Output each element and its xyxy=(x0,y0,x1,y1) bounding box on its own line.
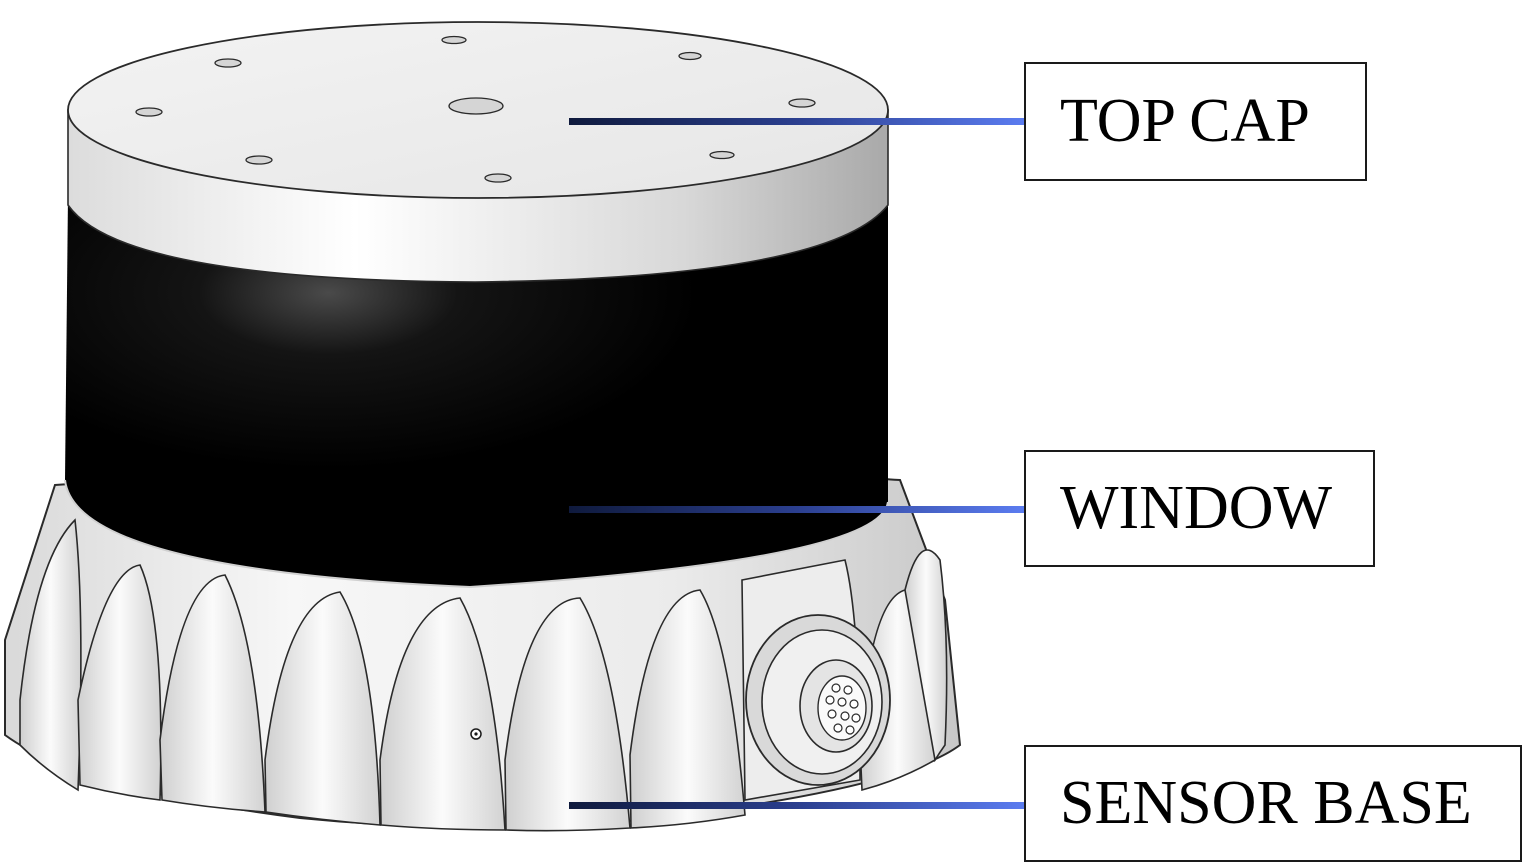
callout-sensor-base: SENSOR BASE xyxy=(1024,745,1522,862)
connector-panel xyxy=(741,559,891,801)
callout-top-cap: TOP CAP xyxy=(1024,62,1367,181)
label-sensor-base: SENSOR BASE xyxy=(1060,769,1472,837)
cap-holes xyxy=(135,35,816,183)
base-screw xyxy=(470,728,482,740)
callout-window: WINDOW xyxy=(1024,450,1375,567)
leader-lines xyxy=(569,118,1025,809)
label-window: WINDOW xyxy=(1060,474,1333,542)
connector-pins xyxy=(825,683,861,735)
base-ribs xyxy=(19,518,948,832)
leader-line-top-cap xyxy=(569,118,1025,125)
leader-line-sensor-base xyxy=(569,802,1025,809)
leader-line-window xyxy=(569,506,1025,513)
sensor-window xyxy=(64,195,889,589)
top-cap xyxy=(67,21,889,283)
label-top-cap: TOP CAP xyxy=(1060,87,1310,155)
